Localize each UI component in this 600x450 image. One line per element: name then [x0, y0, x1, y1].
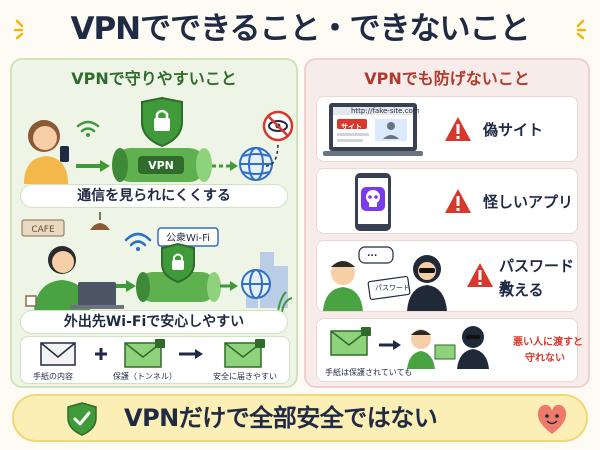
shield-lock-icon: [141, 96, 183, 148]
letter-handed-to-scammer-illustration: [330, 326, 489, 369]
risk-share-password: ... パスワード パスワードを 教える: [316, 240, 578, 312]
vpn-tunnel-icon: VPN: [112, 148, 212, 182]
svg-text:CAFE: CAFE: [31, 225, 55, 235]
password-scam-illustration: [323, 246, 447, 311]
can-do-panel: VPNで守りやすいこと VPN: [10, 58, 298, 388]
bottom-right-note-1: 悪い人に渡すと: [513, 337, 583, 348]
laptop-fake-site-icon: [323, 103, 423, 156]
risk-label-fake-site: 偽サイト: [483, 121, 544, 139]
public-wifi-illustration: CAFE 公衆Wi-Fi: [21, 212, 293, 312]
page-title-area: VPNでできること・できないこと: [0, 4, 600, 54]
protected-envelope-icon: [330, 327, 371, 356]
caption-public-wifi: 外出先Wi-Fiで安心しやすい: [20, 310, 288, 334]
vpn-tunnel-illustration: VPN: [24, 96, 294, 184]
lamp-icon: [90, 212, 110, 230]
risk-label-suspicious-app: 怪しいアプリ: [483, 193, 574, 211]
protected-envelope-icon: [124, 339, 165, 368]
cannot-do-panel: VPNでも防げないこと http://fake-site.com サイト 偽サイ…: [304, 58, 590, 388]
flow-step-2: 保護（トンネル）: [113, 372, 177, 381]
fake-site-badge: サイト: [341, 123, 362, 131]
bottom-left-note: 手紙は保護されていても: [325, 368, 413, 377]
svg-text:公衆Wi-Fi: 公衆Wi-Fi: [166, 231, 210, 244]
heart-mascot-icon: [537, 404, 567, 434]
plus-icon: [95, 348, 107, 360]
secure-envelope-icon: [224, 339, 265, 368]
phone-skull-app-icon: [355, 173, 391, 231]
person-at-laptop-icon: [25, 246, 124, 312]
letter-flow-card: 手紙の内容 保護（トンネル） 安全に届きやすい: [20, 336, 290, 384]
globe-icon: [241, 269, 271, 299]
speech-bubble: ...: [367, 249, 378, 259]
wifi-icon: [124, 232, 152, 251]
warning-icon: [467, 263, 493, 287]
risk-suspicious-app: 怪しいアプリ: [316, 168, 578, 234]
person-with-phone-icon: [24, 120, 69, 184]
letter-flow-illustration: [40, 339, 265, 368]
envelope-icon: [40, 342, 76, 366]
risk-label-password-line1: パスワードを: [499, 257, 575, 296]
caption-hide-traffic: 通信を見られにくくする: [20, 184, 288, 208]
svg-text:VPN: VPN: [148, 159, 174, 172]
eye-blocked-icon: [262, 110, 294, 142]
risk-fake-site: http://fake-site.com サイト 偽サイト: [316, 96, 578, 162]
password-note: パスワード: [375, 284, 410, 292]
fake-url: http://fake-site.com: [351, 107, 420, 115]
warning-icon: [445, 117, 471, 141]
shield-check-icon: [67, 402, 97, 436]
sparkle-icon: [576, 19, 586, 40]
bottom-right-note-2: 守れない: [525, 353, 565, 364]
globe-icon: [239, 147, 273, 181]
risk-label-password-line2: 教える: [499, 281, 544, 299]
shield-lock-icon: [161, 242, 195, 284]
letter-stolen-card: 手紙は保護されていても 悪い人に渡すと 守れない: [316, 318, 583, 382]
conclusion-text: VPNだけで全部安全ではない: [124, 404, 438, 432]
can-do-header: VPNで守りやすいこと: [71, 69, 237, 88]
wifi-signal-icon: [76, 120, 100, 137]
cannot-do-header: VPNでも防げないこと: [364, 69, 530, 88]
flow-step-1: 手紙の内容: [33, 372, 73, 381]
page-title: VPNでできること・できないこと: [70, 11, 530, 47]
sparkle-icon: [14, 19, 24, 40]
warning-icon: [445, 189, 471, 213]
arrow-right-icon: [179, 349, 203, 359]
flow-step-3: 安全に届きやすい: [213, 372, 277, 381]
conclusion-banner: VPNだけで全部安全ではない: [12, 394, 588, 442]
